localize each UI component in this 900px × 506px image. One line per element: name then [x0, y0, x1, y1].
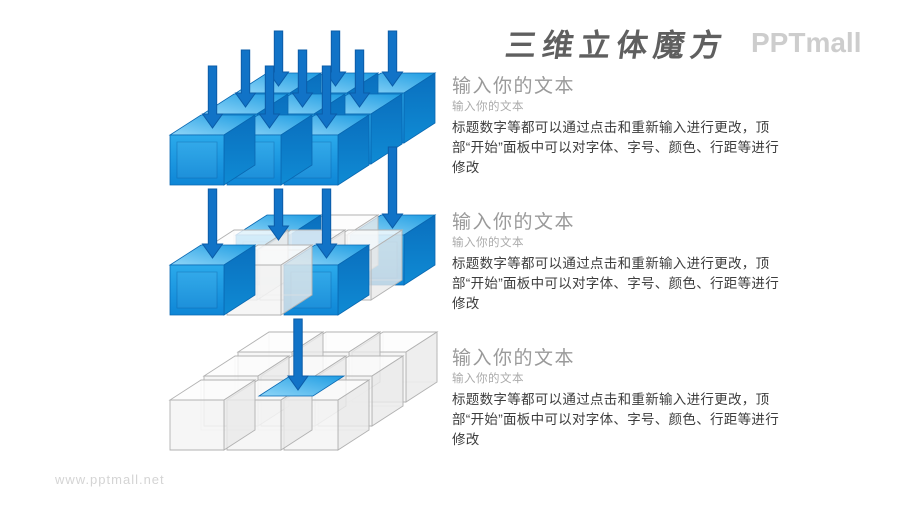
section-subheading: 输入你的文本 [452, 237, 524, 249]
section-subheading: 输入你的文本 [452, 101, 524, 113]
down-arrow-icon [267, 188, 290, 241]
slide-title: 三维立体魔方 [503, 28, 731, 63]
down-arrow-icon [315, 188, 338, 259]
text-section-1: 输入你的文本 输入你的文本 标题数字等都可以通过点击和重新输入进行更改，顶部“开… [452, 76, 784, 178]
text-section-2: 输入你的文本 输入你的文本 标题数字等都可以通过点击和重新输入进行更改，顶部“开… [452, 212, 784, 314]
pptmall-logo: PPTmall [751, 27, 862, 58]
text-section-3: 输入你的文本 输入你的文本 标题数字等都可以通过点击和重新输入进行更改，顶部“开… [452, 348, 784, 450]
down-arrow-icon [381, 146, 404, 229]
section-body: 标题数字等都可以通过点击和重新输入进行更改，顶部“开始”面板中可以对字体、字号、… [452, 256, 779, 311]
down-arrow-icon [201, 188, 224, 259]
down-arrow-icon [348, 49, 371, 108]
down-arrow-icon [287, 318, 309, 391]
section-heading: 输入你的文本 [452, 212, 576, 233]
section-subheading: 输入你的文本 [452, 373, 524, 385]
cube-middle-layer-r0c0-front [169, 264, 225, 316]
section-heading: 输入你的文本 [452, 76, 576, 97]
cube-bottom-layer-r0c0-front [169, 399, 225, 451]
down-arrow-icon [234, 49, 257, 108]
cube-top-layer-r0c0-front [169, 134, 225, 186]
down-arrow-icon [258, 65, 281, 129]
down-arrow-icon [291, 49, 314, 108]
cube-top-layer-r0c0-panel [176, 141, 218, 179]
section-heading: 输入你的文本 [452, 348, 576, 369]
down-arrow-icon [315, 65, 338, 129]
inserted-blue-top-face [257, 375, 346, 397]
watermark: www.pptmall.net [55, 472, 165, 487]
cube-middle-layer-r0c0-panel [176, 271, 218, 309]
section-body: 标题数字等都可以通过点击和重新输入进行更改，顶部“开始”面板中可以对字体、字号、… [452, 392, 779, 447]
section-body: 标题数字等都可以通过点击和重新输入进行更改，顶部“开始”面板中可以对字体、字号、… [452, 120, 779, 175]
down-arrow-icon [201, 65, 224, 129]
down-arrow-icon [381, 30, 404, 87]
